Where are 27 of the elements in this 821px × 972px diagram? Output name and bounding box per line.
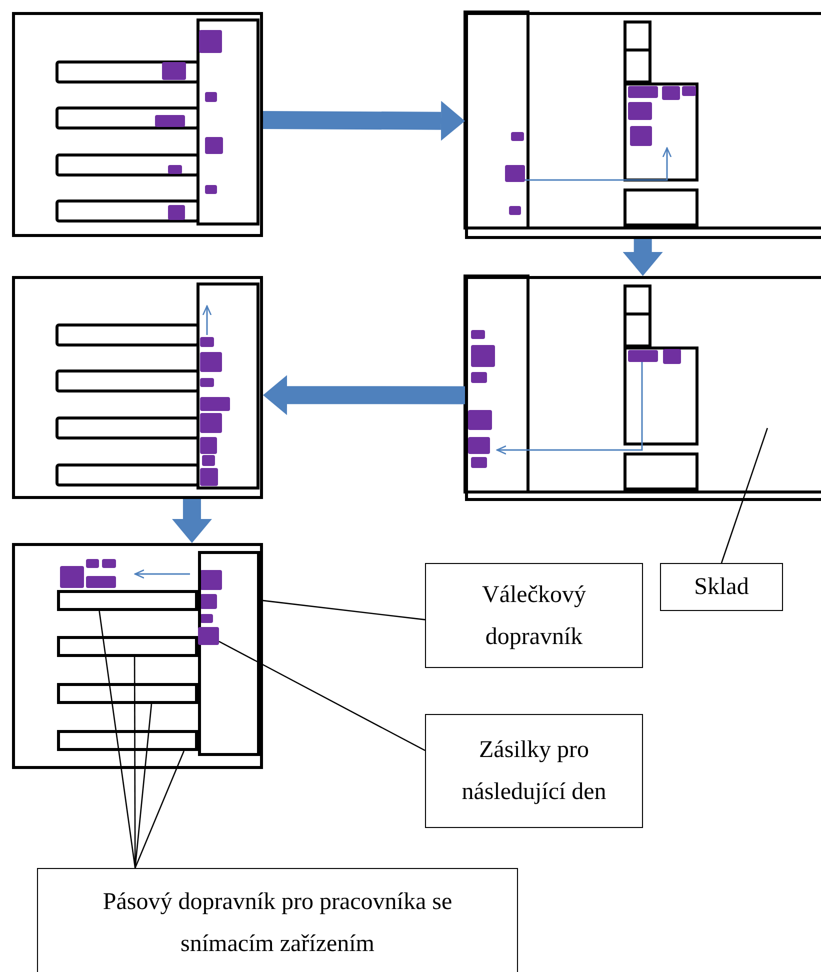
belt-conveyor (57, 590, 198, 611)
block-arrow (622, 239, 663, 276)
belt-conveyor (57, 683, 198, 704)
scene-panel (12, 12, 263, 237)
block-arrow (263, 375, 465, 416)
block-arrow (172, 499, 212, 543)
callout-text: Zásilky pro následující den (460, 736, 608, 807)
callout-box (425, 714, 643, 828)
callout-text: Sklad (694, 573, 749, 602)
leader-line (134, 750, 184, 868)
leader-line (134, 657, 136, 868)
callout-text: Pásový dopravník pro pracovníka se snímacím zařízením (102, 888, 454, 959)
leader-line (134, 704, 152, 868)
leader-line (218, 640, 426, 752)
leader-line (720, 428, 768, 564)
block-arrow (262, 100, 465, 141)
scene-panel (12, 543, 263, 769)
callout-box (425, 563, 643, 668)
callout-box (660, 563, 783, 611)
roller-conveyor (198, 551, 260, 756)
scene-panel (12, 276, 263, 499)
callout-text: Válečkový dopravník (481, 580, 587, 652)
leader-line (98, 610, 136, 868)
callout-box (37, 868, 518, 972)
package (198, 627, 219, 645)
belt-conveyor (57, 730, 198, 751)
belt-conveyor (57, 636, 198, 657)
